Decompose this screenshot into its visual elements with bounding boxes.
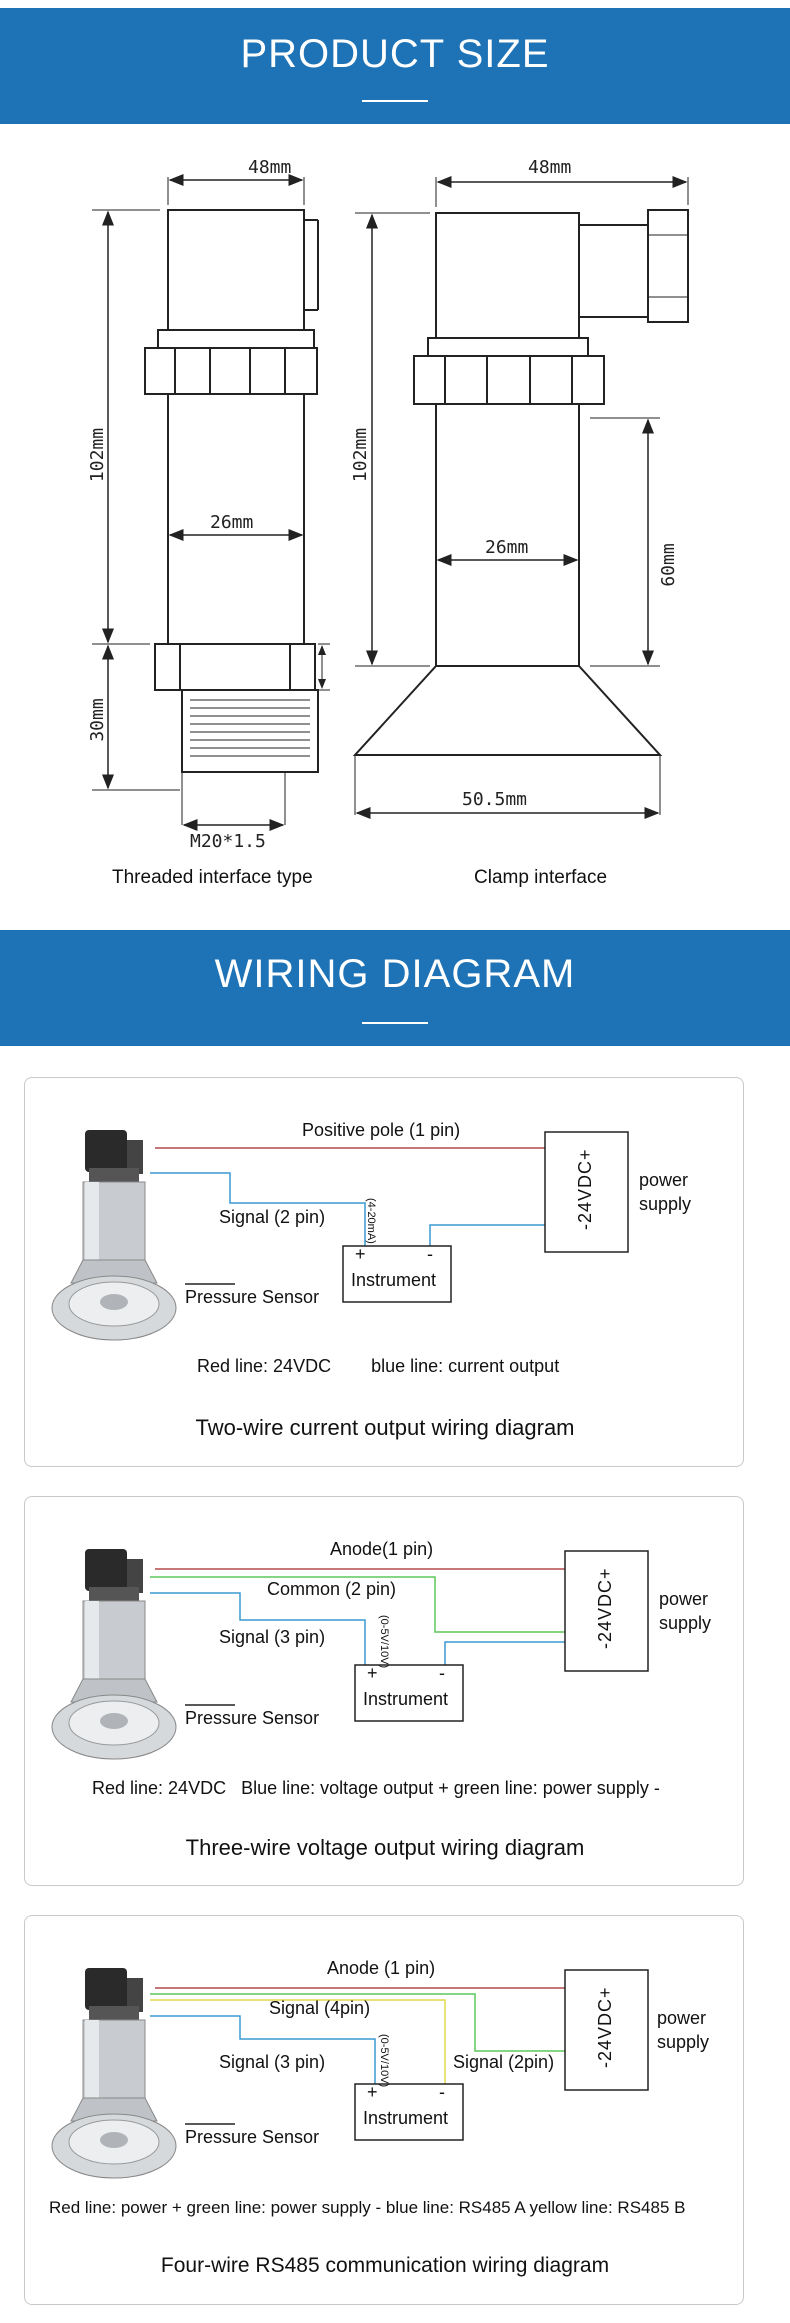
signal-pin-label: Signal (3 pin) [219,1627,326,1647]
wiring-banner: WIRING DIAGRAM [0,930,790,1046]
clamp-flange [352,665,663,756]
threaded-thread-height-label: 30mm [87,698,108,741]
instrument-minus: - [439,1663,445,1683]
sensor-label: Pressure Sensor [185,2127,320,2147]
clamp-connector [647,209,689,323]
instrument-label: Instrument [363,2108,449,2128]
three-wire-power-box [564,1550,649,1672]
power-label-line2: supply [657,2032,710,2052]
four-wire-instrument-box [354,2083,464,2141]
two-wire-instrument-box [342,1245,452,1303]
banner-rule [362,1022,428,1024]
threaded-body-width-label: 26mm [210,512,253,533]
power-label-line1: power [657,2008,707,2028]
current-range-label: (4-20mA) [365,1198,377,1244]
power-label-line2: supply [639,1194,692,1214]
threaded-housing [167,209,305,331]
threaded-spec-label: M20*1.5 [190,831,266,850]
four-wire-title: Four-wire RS485 communication wiring dia… [160,2254,610,2277]
three-wire-panel: Anode(1 pin) Common (2 pin) Signal (3 pi… [24,1496,744,1886]
threaded-caption: Threaded interface type [112,867,313,888]
two-wire-title: Two-wire current output wiring diagram [195,1415,575,1440]
clamp-width-top-label: 48mm [528,157,571,178]
two-wire-panel: Positive pole (1 pin) Signal (2 pin) (4-… [24,1077,744,1467]
threaded-stem [181,689,319,773]
instrument-label: Instrument [351,1270,437,1290]
anode-pin-label: Anode (1 pin) [327,1958,436,1978]
three-wire-instrument-box [354,1664,464,1722]
power-label-line2: supply [659,1613,712,1633]
three-wire-legend: Red line: 24VDC Blue line: voltage outpu… [92,1778,660,1798]
clamp-body [435,403,580,667]
product-size-title: PRODUCT SIZE [240,32,550,76]
clamp-lower-height-label: 60mm [658,543,679,586]
wiring-title: WIRING DIAGRAM [214,952,576,996]
two-wire-legend: Red line: 24VDC blue line: current outpu… [197,1356,560,1376]
signal3-pin-label: Signal (3 pin) [219,2052,326,2072]
instrument-plus: + [367,1663,378,1683]
anode-pin-label: Anode(1 pin) [330,1539,434,1559]
four-wire-power-box [564,1969,649,2091]
instrument-plus: + [355,1244,366,1264]
instrument-label: Instrument [363,1689,449,1709]
four-wire-legend: Red line: power + green line: power supp… [49,2198,686,2217]
sensor-illustration [51,1968,177,2179]
sensor-label: Pressure Sensor [185,1708,320,1728]
three-wire-diagram [51,1549,649,1760]
banner-rule [362,100,428,102]
clamp-hex-nut [413,355,605,405]
signal2-pin-label: Signal (2pin) [453,2052,555,2072]
power-label-line1: power [639,1170,689,1190]
clamp-housing [435,212,580,339]
threaded-height-label: 102mm [87,428,108,482]
clamp-upper-nut [427,337,589,357]
dimension-drawings: 48mm 102mm 26mm 30mm M20*1.5 48mm 102mm … [87,157,689,850]
sensor-illustration [51,1130,177,1341]
two-wire-diagram [51,1130,629,1341]
four-wire-diagram [51,1968,649,2179]
threaded-hex-nut [144,347,318,395]
clamp-body-width-label: 26mm [485,537,528,558]
instrument-minus: - [439,2082,445,2102]
positive-pin-label: Positive pole (1 pin) [302,1120,461,1140]
voltage-range-label: (0-5V/10V) [378,2034,390,2088]
signal-pin-label: Signal (2 pin) [219,1207,326,1227]
three-wire-title: Three-wire voltage output wiring diagram [185,1835,585,1860]
voltage-range-label: (0-5V/10V) [378,1615,390,1669]
common-pin-label: Common (2 pin) [267,1579,397,1599]
power-box-label: -24VDC+ [575,1148,595,1230]
power-box-label: -24VDC+ [595,1986,615,2068]
instrument-plus: + [367,2082,378,2102]
clamp-caption: Clamp interface [474,867,608,888]
product-size-banner: PRODUCT SIZE [0,8,790,124]
sensor-illustration [51,1549,177,1760]
threaded-width-top-label: 48mm [248,157,291,178]
threaded-upper-nut [157,329,315,349]
sensor-label: Pressure Sensor [185,1287,320,1307]
instrument-minus: - [427,1244,433,1264]
power-box-label: -24VDC+ [595,1567,615,1649]
signal4-pin-label: Signal (4pin) [269,1998,371,2018]
power-label-line1: power [659,1589,709,1609]
four-wire-panel: Anode (1 pin) Signal (4pin) Signal (3 pi… [24,1915,744,2305]
clamp-flange-width-label: 50.5mm [462,789,527,810]
clamp-height-label: 102mm [350,428,371,482]
two-wire-power-box [544,1131,629,1253]
